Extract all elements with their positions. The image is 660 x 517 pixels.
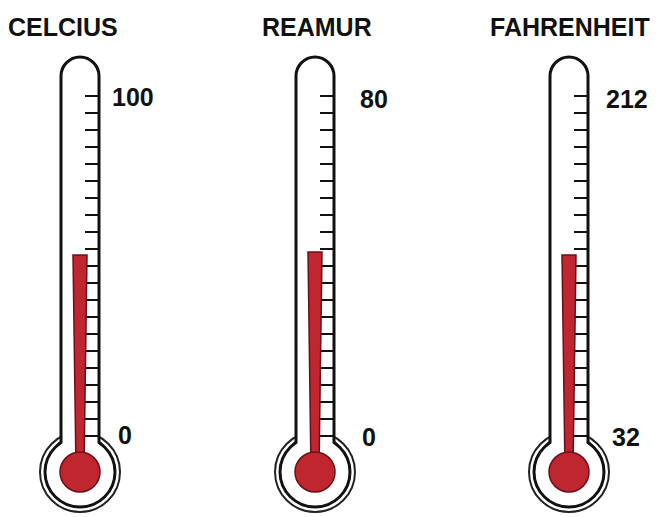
tick-mark	[320, 163, 334, 165]
tick-mark	[85, 180, 99, 182]
tick-mark	[574, 350, 588, 352]
tick-mark	[85, 129, 99, 131]
tick-mark	[320, 401, 334, 403]
tick-mark	[85, 95, 99, 97]
mercury-column	[562, 255, 576, 470]
tick-mark	[320, 435, 334, 437]
tick-mark	[320, 367, 334, 369]
tick-mark	[574, 435, 588, 437]
tick-mark	[85, 214, 99, 216]
fahrenheit-thermometer	[529, 57, 609, 512]
tick-mark	[574, 231, 588, 233]
tick-mark	[85, 435, 99, 437]
tick-mark	[85, 112, 99, 114]
tick-mark	[320, 95, 334, 97]
tick-mark	[320, 418, 334, 420]
tick-mark	[574, 248, 588, 250]
tick-mark	[320, 231, 334, 233]
tick-mark	[85, 146, 99, 148]
tick-mark	[574, 214, 588, 216]
tick-mark	[85, 231, 99, 233]
tick-mark	[320, 316, 334, 318]
mercury-column	[308, 252, 322, 470]
tick-mark	[320, 197, 334, 199]
tick-mark	[574, 418, 588, 420]
tick-mark	[320, 214, 334, 216]
scale-value: 0	[362, 424, 376, 452]
tick-mark	[320, 333, 334, 335]
tick-mark	[574, 401, 588, 403]
tick-mark	[574, 384, 588, 386]
tick-mark	[85, 197, 99, 199]
tick-mark	[574, 180, 588, 182]
tick-mark	[85, 350, 99, 352]
tick-mark	[320, 180, 334, 182]
scale-title: CELCIUS	[8, 14, 118, 42]
tick-mark	[320, 146, 334, 148]
scale-title: FAHRENHEIT	[490, 14, 650, 42]
scale-value: 212	[606, 86, 648, 114]
mercury-bulb	[549, 452, 589, 492]
tick-mark	[574, 367, 588, 369]
mercury-column	[73, 255, 87, 470]
scale-value: 80	[360, 86, 388, 114]
tick-mark	[574, 95, 588, 97]
tick-mark	[574, 197, 588, 199]
tick-mark	[320, 248, 334, 250]
mercury-bulb	[60, 452, 100, 492]
scale-value: 32	[612, 424, 640, 452]
tick-mark	[85, 384, 99, 386]
tick-mark	[320, 299, 334, 301]
scale-title: REAMUR	[262, 14, 372, 42]
tick-mark	[574, 112, 588, 114]
scale-value: 100	[112, 84, 154, 112]
tick-mark	[574, 163, 588, 165]
celsius-thermometer	[40, 57, 120, 512]
scale-value: 0	[118, 422, 132, 450]
tick-mark	[574, 333, 588, 335]
tick-mark	[85, 316, 99, 318]
tick-mark	[85, 401, 99, 403]
tick-mark	[85, 418, 99, 420]
tick-mark	[85, 248, 99, 250]
tick-mark	[320, 129, 334, 131]
tick-mark	[574, 316, 588, 318]
tick-mark	[85, 333, 99, 335]
reaumur-thermometer	[275, 57, 355, 512]
tick-mark	[574, 146, 588, 148]
tick-mark	[85, 367, 99, 369]
tick-mark	[320, 350, 334, 352]
tick-mark	[320, 384, 334, 386]
mercury-bulb	[295, 452, 335, 492]
tick-mark	[85, 163, 99, 165]
tick-mark	[574, 129, 588, 131]
tick-mark	[320, 112, 334, 114]
